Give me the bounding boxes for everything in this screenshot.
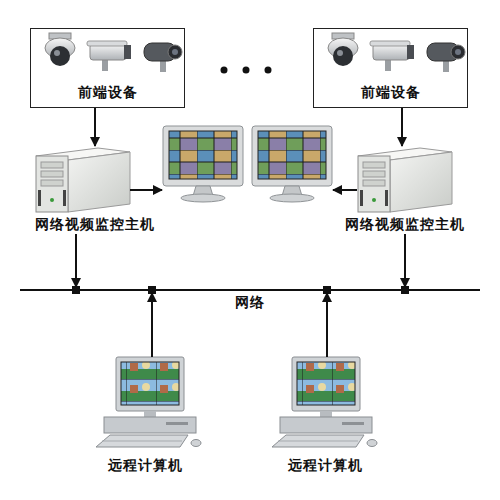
connector-arrow (401, 108, 403, 146)
network-bus: 网络 (20, 287, 480, 293)
node-label: 网络视频监控主机 (345, 216, 465, 234)
monitor (163, 126, 243, 202)
monitor (252, 126, 332, 202)
camera-group (328, 33, 465, 72)
connector-arrow (75, 234, 77, 287)
server-unit (358, 148, 452, 212)
connector-arrow (94, 108, 96, 146)
server-unit (36, 148, 130, 212)
ellipsis-dot (265, 67, 272, 74)
node-label: 网络视频监控主机 (35, 216, 155, 234)
node-label: 网络 (235, 294, 265, 312)
node-label: 远程计算机 (108, 457, 183, 475)
node-label: 前端设备 (361, 84, 421, 102)
connector-arrow (404, 234, 406, 287)
computer (272, 357, 377, 447)
device-box: 前端设备 (313, 28, 468, 108)
node-label: 前端设备 (78, 84, 138, 102)
connector-arrow (151, 293, 153, 357)
server-node: 网络视频监控主机 (320, 146, 490, 234)
device-panel (313, 28, 468, 108)
video-arrow (333, 189, 357, 191)
camera-group (45, 33, 182, 72)
node-label: 远程计算机 (288, 457, 363, 475)
server-node: 网络视频监控主机 (10, 146, 180, 234)
device-panel (30, 28, 185, 108)
computer (96, 357, 201, 447)
connector-arrow (326, 293, 328, 357)
computer-node: 远程计算机 (70, 357, 220, 475)
video-arrow (130, 189, 162, 191)
computer-node: 远程计算机 (250, 357, 400, 475)
device-box: 前端设备 (30, 28, 185, 108)
ellipsis-dot (221, 67, 228, 74)
ellipsis-dot (243, 67, 250, 74)
